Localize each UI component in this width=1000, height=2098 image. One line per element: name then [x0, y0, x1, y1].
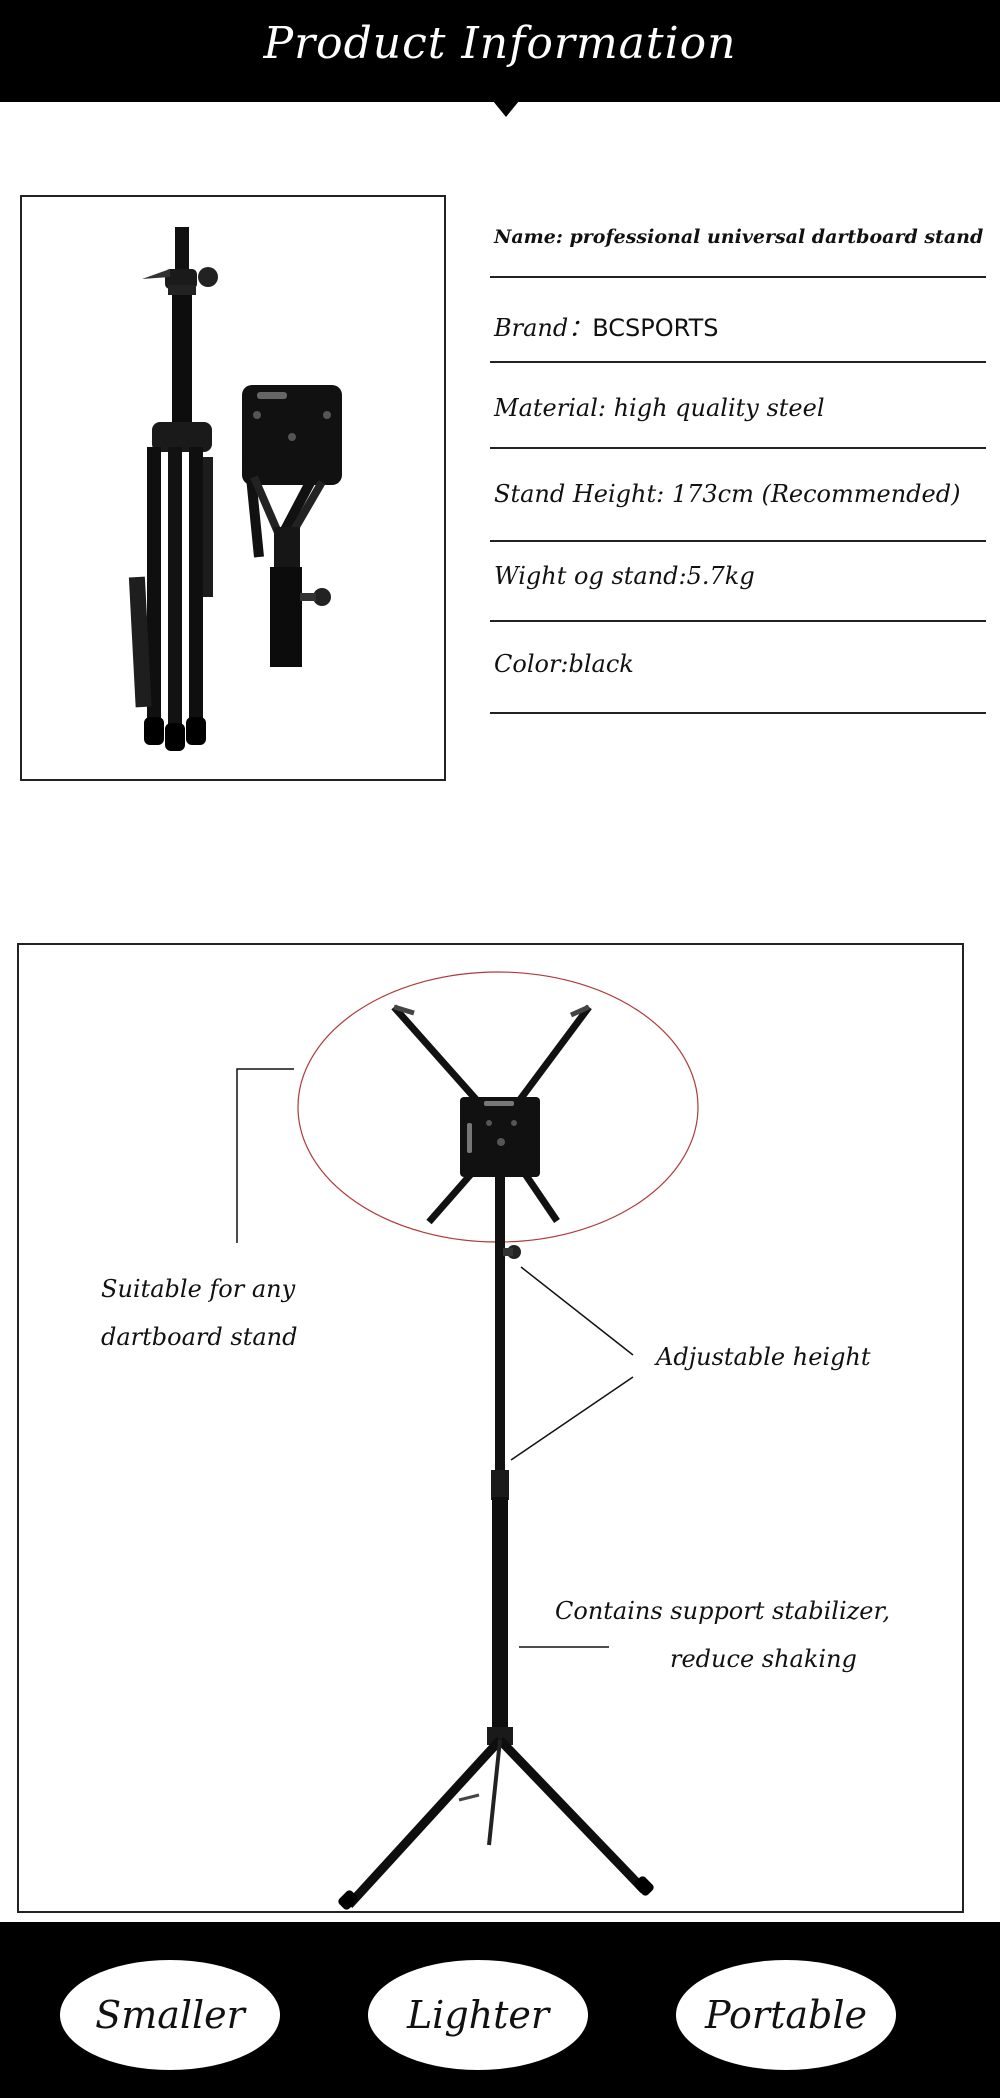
spec-stand-height: Stand Height: 173cm (Recommended) [494, 480, 961, 508]
feature-lighter-badge: Lighter [368, 1960, 588, 2070]
spec-material: Material: high quality steel [494, 394, 825, 422]
callout-suitable-line2: dartboard stand [101, 1323, 298, 1351]
folded-stand-illustration [128, 227, 342, 751]
header-bar: Product Information [0, 0, 1000, 102]
divider [490, 447, 986, 449]
feature-portable-badge: Portable [676, 1960, 896, 2070]
header-pointer-arrow [493, 101, 519, 117]
callout-adjustable-height: Adjustable height [656, 1343, 871, 1371]
divider [490, 712, 986, 714]
spec-brand-value: BCSPORTS [592, 314, 719, 342]
divider [490, 620, 986, 622]
spec-brand: Brand：BCSPORTS [494, 308, 718, 343]
feature-lighter-label: Lighter [406, 1993, 550, 2037]
page-title: Product Information [263, 18, 737, 69]
divider [490, 361, 986, 363]
feature-smaller-badge: Smaller [60, 1960, 280, 2070]
feature-portable-label: Portable [705, 1993, 867, 2037]
callout-stabilizer-line1: Contains support stabilizer, [555, 1597, 890, 1625]
feature-smaller-label: Smaller [95, 1993, 245, 2037]
assembled-stand-diagram: Suitable for any dartboard stand Adjusta… [17, 943, 964, 1913]
divider [490, 540, 986, 542]
spec-color: Color:black [494, 650, 634, 678]
spec-name: Name: professional universal dartboard s… [494, 226, 984, 248]
assembled-stand-illustration [236, 971, 699, 1910]
callout-stabilizer-line2: reduce shaking [670, 1645, 857, 1673]
callout-suitable-line1: Suitable for any [101, 1275, 296, 1303]
folded-stand-photo [20, 195, 446, 781]
divider [490, 276, 986, 278]
spec-weight: Wight og stand:5.7kg [494, 562, 755, 590]
spec-brand-label: Brand： [494, 314, 593, 342]
